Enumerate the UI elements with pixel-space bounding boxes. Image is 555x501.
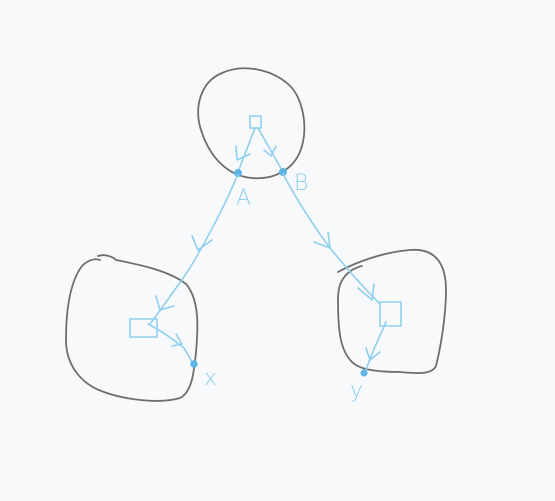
port-a-dot <box>234 169 242 177</box>
left-region-blob <box>65 254 199 402</box>
wire-b-arrow <box>313 231 331 249</box>
top-branch-to-a-arrow <box>235 145 251 161</box>
label-y: y <box>350 378 364 403</box>
right-output-arrow <box>365 347 381 361</box>
left-output-wire <box>147 323 193 363</box>
top-region-circle <box>197 67 306 180</box>
top-branch-to-b-arrow <box>263 145 277 157</box>
top-branch-to-b <box>257 127 284 173</box>
label-x: x <box>204 366 218 391</box>
left-output-arrow <box>171 333 183 347</box>
top-branch-to-a <box>237 127 256 173</box>
wire-a-to-left <box>149 173 239 325</box>
top-square-node <box>249 115 262 129</box>
right-square-node <box>379 301 402 327</box>
port-y-dot <box>360 369 368 377</box>
wire-a-arrow-lower <box>155 295 175 311</box>
wire-a-arrow <box>191 235 213 251</box>
label-b: B <box>294 171 309 196</box>
left-square-node <box>129 318 158 338</box>
label-a: A <box>236 186 252 211</box>
port-x-dot <box>190 360 198 368</box>
wire-b-arrow-lower <box>357 283 375 301</box>
right-output-wire <box>365 321 387 371</box>
right-region-blob <box>337 249 447 374</box>
